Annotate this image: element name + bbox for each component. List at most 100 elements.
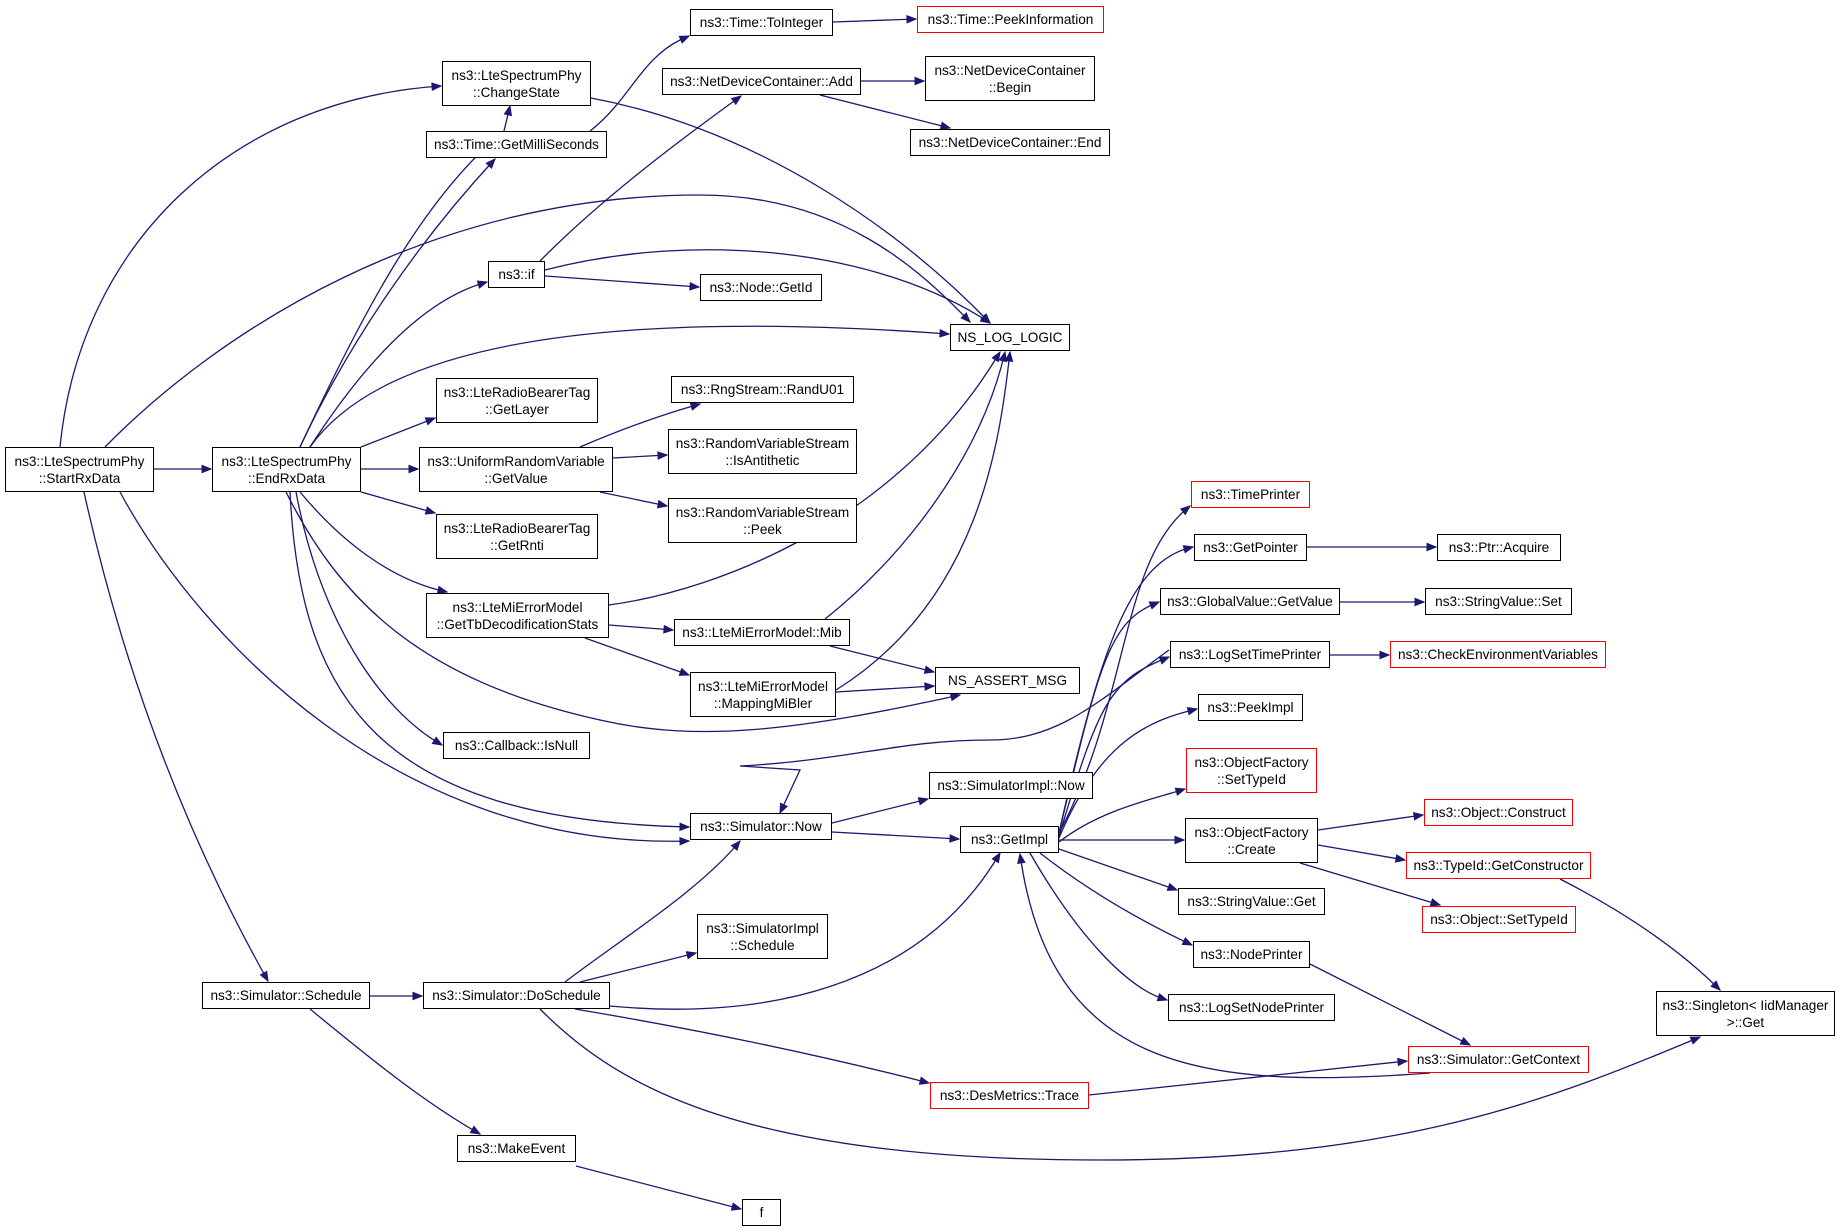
node-net-device-container-end[interactable]: ns3::NetDeviceContainer::End	[910, 129, 1110, 156]
node-ns3-if[interactable]: ns3::if	[488, 261, 545, 288]
edge-urvget-to-randu01	[579, 403, 701, 448]
node-lte-spectrum-phy-end-rx-data[interactable]: ns3::LteSpectrumPhy::EndRxData	[212, 447, 361, 492]
edge-makeevent-to-f	[575, 1165, 742, 1210]
node-rng-stream-rand-u01[interactable]: ns3::RngStream::RandU01	[671, 376, 854, 403]
edge-endrx-to-simnow	[289, 491, 690, 828]
edge-gettb-to-nslog-arrowhead	[991, 350, 1001, 363]
node-random-variable-stream-is-antithetic[interactable]: ns3::RandomVariableStream::IsAntithetic	[668, 429, 857, 474]
node-type-id-get-constructor[interactable]: ns3::TypeId::GetConstructor	[1406, 852, 1591, 879]
edge-endrx-to-nsif	[309, 281, 488, 448]
node-global-value-get-value[interactable]: ns3::GlobalValue::GetValue	[1160, 588, 1340, 615]
node-time-peek-information[interactable]: ns3::Time::PeekInformation	[917, 6, 1104, 33]
node-uniform-random-variable-get-value[interactable]: ns3::UniformRandomVariable::GetValue	[419, 447, 613, 492]
node-label-line-1: ns3::if	[498, 267, 535, 282]
node-ns-log-logic[interactable]: NS_LOG_LOGIC	[950, 324, 1070, 351]
node-label-line-1: ns3::PeekImpl	[1207, 700, 1294, 715]
edge-gvget-to-svset-arrowhead	[1414, 597, 1426, 607]
edge-getimpl-to-ofsettype-arrowhead	[1174, 787, 1187, 796]
node-label-line-1: ns3::LteMiErrorModel::Mib	[682, 625, 842, 640]
node-object-factory-create[interactable]: ns3::ObjectFactory::Create	[1185, 818, 1318, 863]
node-object-factory-set-type-id[interactable]: ns3::ObjectFactory::SetTypeId	[1186, 748, 1317, 793]
node-label-line-1: ns3::Simulator::Now	[700, 819, 822, 834]
node-string-value-get[interactable]: ns3::StringValue::Get	[1178, 888, 1325, 915]
node-label-line-1: ns3::Callback::IsNull	[454, 738, 579, 753]
node-f[interactable]: f	[742, 1199, 781, 1226]
edge-endrx-to-assert	[285, 491, 961, 733]
edge-mapping-to-assert	[835, 685, 935, 693]
node-label-line-1: ns3::Node::GetId	[709, 280, 813, 295]
node-simulator-schedule[interactable]: ns3::Simulator::Schedule	[202, 982, 370, 1009]
edge-startrx-to-nslog	[104, 194, 971, 448]
node-ns-assert-msg[interactable]: NS_ASSERT_MSG	[935, 667, 1080, 694]
node-ptr-acquire[interactable]: ns3::Ptr::Acquire	[1437, 534, 1561, 561]
edge-nodeprinter-to-getcontext	[1309, 963, 1471, 1046]
node-label-line-1: NS_LOG_LOGIC	[957, 330, 1063, 345]
node-log-set-time-printer[interactable]: ns3::LogSetTimePrinter	[1170, 641, 1330, 668]
node-object-set-type-id[interactable]: ns3::Object::SetTypeId	[1422, 906, 1576, 933]
edge-logsettime-to-simnow-arrowhead	[779, 802, 788, 815]
node-singleton-iid-manager-get[interactable]: ns3::Singleton< IidManager>::Get	[1656, 991, 1835, 1036]
edge-startrx-to-simsched-arrowhead	[259, 970, 269, 983]
node-lte-spectrum-phy-start-rx-data[interactable]: ns3::LteSpectrumPhy::StartRxData	[5, 447, 154, 492]
node-lte-radio-bearer-tag-get-rnti[interactable]: ns3::LteRadioBearerTag::GetRnti	[436, 514, 598, 559]
node-node-get-id[interactable]: ns3::Node::GetId	[700, 274, 822, 301]
node-time-get-milli-seconds[interactable]: ns3::Time::GetMilliSeconds	[426, 131, 607, 158]
node-label-line-1: ns3::RngStream::RandU01	[680, 382, 845, 397]
node-lte-mi-error-model-mapping-mi-bler[interactable]: ns3::LteMiErrorModel::MappingMiBler	[690, 672, 836, 717]
edge-endrx-to-changestate-arrowhead	[503, 104, 513, 117]
node-net-device-container-add[interactable]: ns3::NetDeviceContainer::Add	[662, 68, 861, 95]
node-callback-is-null[interactable]: ns3::Callback::IsNull	[443, 732, 590, 759]
node-get-pointer[interactable]: ns3::GetPointer	[1194, 534, 1307, 561]
node-label-line-2: ::MappingMiBler	[713, 695, 813, 711]
node-get-impl[interactable]: ns3::GetImpl	[960, 826, 1059, 853]
edge-getimpl-to-nodeprinter-arrowhead	[1181, 937, 1194, 946]
edge-startrx-to-endrx-arrowhead	[201, 464, 213, 474]
edge-getctor-to-singleton-arrowhead	[1710, 980, 1721, 991]
edge-endrx-to-simnow-arrowhead	[679, 822, 691, 832]
node-peek-impl[interactable]: ns3::PeekImpl	[1198, 694, 1303, 721]
node-label-line-1: ns3::Simulator::GetContext	[1416, 1052, 1581, 1067]
edge-startrx-to-simnow-arrowhead	[679, 836, 691, 846]
node-check-environment-variables[interactable]: ns3::CheckEnvironmentVariables	[1390, 641, 1606, 668]
node-random-variable-stream-peek[interactable]: ns3::RandomVariableStream::Peek	[668, 498, 857, 543]
node-label-line-1: ns3::RandomVariableStream	[675, 435, 850, 451]
node-label-line-2: ::Schedule	[730, 937, 795, 953]
node-string-value-set[interactable]: ns3::StringValue::Set	[1425, 588, 1572, 615]
edge-getimpl-to-svget-arrowhead	[1166, 882, 1179, 891]
node-lte-spectrum-phy-change-state[interactable]: ns3::LteSpectrumPhy::ChangeState	[442, 61, 591, 106]
edge-mapping-to-assert-arrowhead	[924, 682, 936, 691]
node-log-set-node-printer[interactable]: ns3::LogSetNodePrinter	[1168, 994, 1335, 1021]
node-simulator-do-schedule[interactable]: ns3::Simulator::DoSchedule	[423, 982, 610, 1009]
node-lte-radio-bearer-tag-get-layer[interactable]: ns3::LteRadioBearerTag::GetLayer	[436, 378, 598, 423]
node-label-line-1: ns3::GetPointer	[1203, 540, 1298, 555]
edge-gettb-to-mapping-arrowhead	[678, 667, 691, 676]
edge-urvget-to-isanti-arrowhead	[657, 451, 669, 460]
node-simulator-get-context[interactable]: ns3::Simulator::GetContext	[1408, 1046, 1589, 1073]
edge-gettb-to-mapping	[584, 637, 690, 676]
edge-endrx-to-getlayer	[360, 417, 436, 448]
node-label-line-1: ns3::GlobalValue::GetValue	[1167, 594, 1333, 609]
edge-desmetrics-to-getcontext-arrowhead	[1397, 1057, 1409, 1067]
edge-nsif-to-nslog	[544, 249, 991, 324]
node-time-to-integer[interactable]: ns3::Time::ToInteger	[690, 9, 833, 36]
edge-startrx-to-simsched	[83, 491, 269, 982]
node-node-printer[interactable]: ns3::NodePrinter	[1193, 941, 1310, 968]
node-des-metrics-trace[interactable]: ns3::DesMetrics::Trace	[930, 1082, 1089, 1109]
node-make-event[interactable]: ns3::MakeEvent	[457, 1135, 576, 1162]
node-label-line-1: ns3::MakeEvent	[467, 1141, 566, 1156]
edge-getms-to-toint-arrowhead	[678, 35, 691, 44]
node-simulator-impl-schedule[interactable]: ns3::SimulatorImpl::Schedule	[697, 914, 828, 959]
edge-endrx-to-gettb-arrowhead	[436, 585, 449, 595]
node-label-line-1: ns3::CheckEnvironmentVariables	[1398, 647, 1598, 662]
node-label-line-1: NS_ASSERT_MSG	[947, 673, 1068, 688]
node-simulator-impl-now[interactable]: ns3::SimulatorImpl::Now	[929, 772, 1093, 799]
node-lte-mi-error-model-get-tb-decodification-stats[interactable]: ns3::LteMiErrorModel::GetTbDecodificatio…	[426, 593, 609, 638]
node-simulator-now[interactable]: ns3::Simulator::Now	[690, 813, 832, 840]
node-lte-mi-error-model-mib[interactable]: ns3::LteMiErrorModel::Mib	[674, 619, 850, 646]
node-object-construct[interactable]: ns3::Object::Construct	[1424, 799, 1573, 826]
node-label-line-1: ns3::UniformRandomVariable	[427, 453, 605, 469]
node-net-device-container-begin[interactable]: ns3::NetDeviceContainer::Begin	[925, 56, 1095, 101]
node-time-printer[interactable]: ns3::TimePrinter	[1191, 481, 1310, 508]
edge-endrx-to-nslog	[309, 325, 950, 448]
